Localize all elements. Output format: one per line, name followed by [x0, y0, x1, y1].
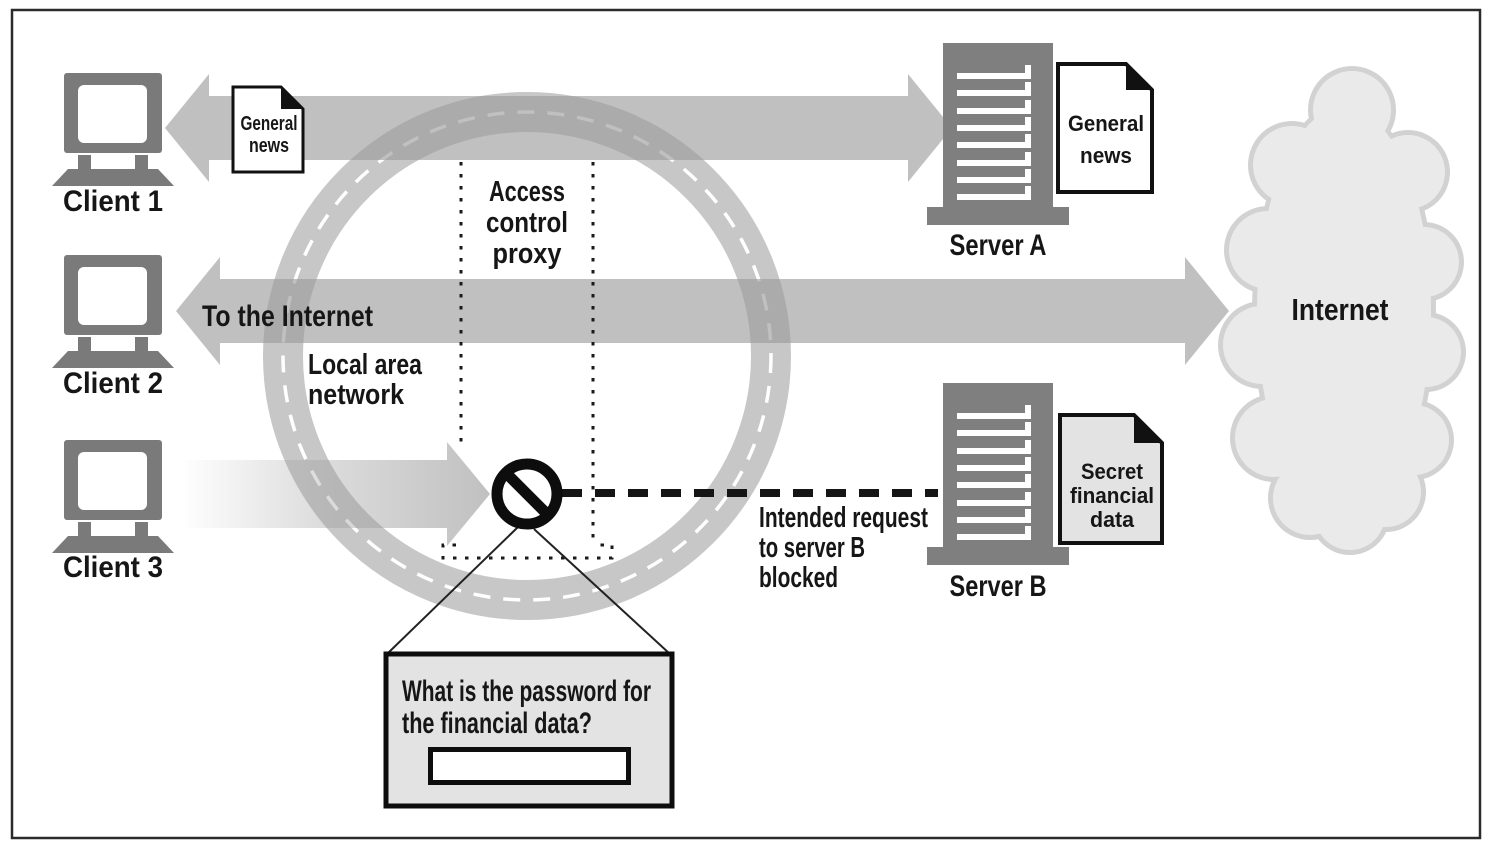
server-a-label: Server A [950, 229, 1047, 262]
client-3-icon [52, 440, 174, 553]
access-proxy-label-line2: control [486, 207, 568, 239]
lan-label-line1: Local area [308, 349, 423, 381]
general-news-doc-serverA-line1: General [1068, 111, 1144, 136]
general-news-doc-serverA-line2: news [1080, 143, 1132, 168]
general-news-doc-client-line2: news [249, 135, 289, 157]
password-input[interactable] [428, 747, 631, 785]
blocked-note-line3: blocked [759, 562, 838, 594]
arrow-client1-serverA [165, 74, 952, 182]
general-news-doc-client-line1: General [241, 113, 298, 135]
blocked-note-line1: Intended request [759, 502, 928, 534]
callout-pointer-left [386, 526, 519, 655]
access-proxy-label-line1: Access [489, 176, 565, 208]
callout-pointer-right [533, 528, 671, 655]
callout-question-line2: the financial data? [402, 707, 592, 740]
secret-data-doc-line3: data [1090, 507, 1135, 532]
general-news-doc-client: General news [231, 85, 305, 174]
server-a-icon [927, 43, 1069, 225]
access-proxy-label-line3: proxy [493, 238, 562, 270]
secret-data-doc-serverB: Secret financial data [1058, 413, 1164, 545]
blocked-note-line2: to server B [759, 532, 865, 564]
arrow-client3-blocked [183, 442, 490, 546]
client-2-icon [52, 255, 174, 368]
proxy-boundary-box-dotted [441, 543, 614, 560]
arrow-client2-internet [176, 257, 1229, 365]
server-b-label: Server B [950, 570, 1047, 603]
client-1-icon [52, 73, 174, 186]
lan-label-line2: network [308, 379, 405, 411]
no-entry-icon [491, 458, 563, 530]
client-2-label: Client 2 [63, 367, 163, 400]
callout-question-line1: What is the password for [402, 675, 651, 708]
internet-cloud: Internet [1218, 66, 1466, 555]
general-news-doc-serverA: General news [1056, 62, 1154, 194]
to-internet-label: To the Internet [202, 300, 373, 333]
client-3-label: Client 3 [63, 551, 163, 584]
internet-label: Internet [1292, 292, 1389, 327]
secret-data-doc-line1: Secret [1081, 459, 1144, 484]
server-b-icon [927, 383, 1069, 565]
secret-data-doc-line2: financial [1070, 483, 1154, 508]
client-1-label: Client 1 [63, 185, 163, 218]
